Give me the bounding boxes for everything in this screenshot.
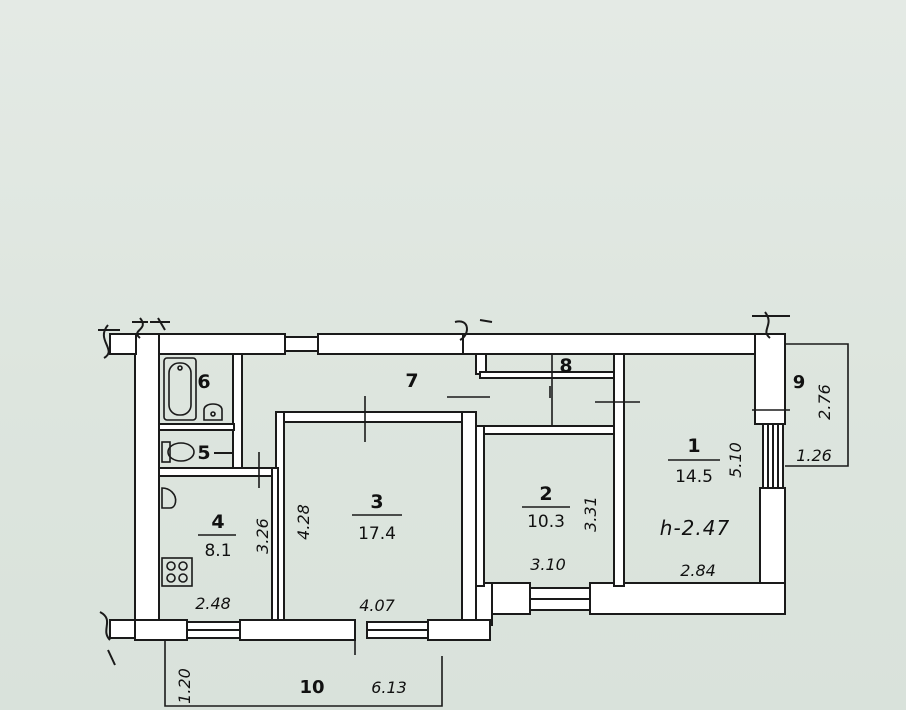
room-2-width: 3.10	[530, 555, 566, 574]
door-marks	[258, 354, 790, 655]
wall-break-marks	[98, 311, 790, 666]
room-4-length: 3.26	[253, 518, 272, 554]
stove-icon	[161, 557, 193, 587]
balcony-9-outline	[785, 343, 849, 467]
balcony-9-length: 2.76	[815, 384, 834, 420]
room-6-number: 6	[197, 371, 210, 393]
toilet-icon	[161, 441, 195, 463]
room-3-number: 3	[370, 491, 383, 513]
room-3-width: 4.07	[359, 596, 395, 615]
room-8-number: 8	[559, 355, 572, 377]
balcony-9-width: 1.26	[796, 446, 832, 465]
room-7-number: 7	[405, 370, 418, 392]
room-1-width: 2.84	[680, 561, 716, 580]
sink-icon	[203, 403, 223, 421]
exterior-walls	[109, 333, 786, 641]
room-3-area: 17.4	[358, 524, 396, 544]
fraction-lines	[198, 459, 720, 536]
room-2-length: 3.31	[581, 496, 600, 532]
room-1-area: 14.5	[675, 467, 713, 487]
kitchen-sink-icon	[161, 487, 177, 509]
interior-walls	[158, 353, 625, 621]
room-4-number: 4	[211, 511, 224, 533]
room-1-length: 5.10	[726, 442, 745, 478]
balcony-10-width: 1.20	[175, 668, 194, 704]
ceiling-height: h-2.47	[660, 516, 730, 540]
balcony-10-length: 6.13	[371, 678, 407, 697]
balcony-9-number: 9	[793, 372, 806, 393]
room-1-number: 1	[687, 435, 700, 457]
room-labels: 1 14.5 2 10.3 3 17.4 4 8.1 5 6 7 8 9 10	[197, 355, 805, 698]
room-5-number: 5	[197, 442, 210, 464]
room-4-area: 8.1	[204, 541, 231, 561]
bathtub-icon	[163, 357, 197, 421]
room-4-width: 2.48	[195, 594, 231, 613]
balcony-10-outline	[164, 640, 443, 707]
windows	[186, 336, 784, 639]
room-2-number: 2	[539, 483, 552, 505]
balcony-10-number: 10	[299, 677, 324, 698]
room-2-area: 10.3	[527, 512, 565, 532]
room-3-length: 4.28	[294, 504, 313, 540]
dimension-labels: 2.84 5.10 3.10 3.31 4.07 4.28 2.48 3.26 …	[175, 384, 834, 704]
